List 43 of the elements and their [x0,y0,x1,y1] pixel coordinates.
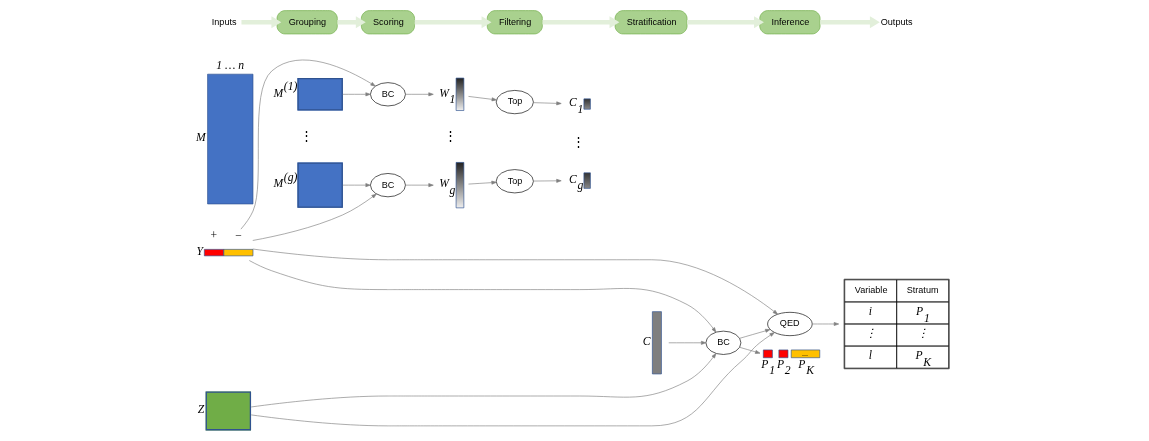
arrow [739,328,771,339]
node-ellipse: Top [495,90,534,115]
arrow [812,322,840,326]
node-label: M [195,131,206,145]
node-label: Y [196,244,204,258]
arrow [533,178,562,183]
arrow [820,16,880,29]
label: ⋮ [571,133,585,149]
node-box: Grouping [276,10,338,35]
node-label: 1 … n [216,58,245,72]
arrow [250,353,717,408]
arrow [252,248,778,315]
arrow [241,16,282,29]
arrow [405,92,434,97]
node-box: Filtering [486,10,543,35]
node-text: Inputs [211,16,237,27]
node-text: Outputs [880,16,913,27]
arrow [240,59,376,230]
node-ellipse: BC [705,330,742,355]
arrow [668,340,707,345]
arrow [405,183,434,188]
arrow [533,101,562,106]
arrow [687,16,764,29]
arrow [337,16,366,29]
node-box: Inference [759,10,821,35]
arrow [342,183,371,188]
node-box: Scoring [361,10,415,35]
arrow [739,347,761,354]
node-label: + [209,229,218,243]
arrow [468,180,497,185]
node-ellipse: Top [495,169,534,194]
node-label: C [642,335,651,349]
arrow [414,16,492,29]
node-label: − [234,229,243,243]
arrow [248,260,717,333]
arrow [468,96,497,102]
node-box: Stratification [614,10,688,35]
label: ⋮ [444,127,458,143]
node-label: Z [197,403,205,417]
arrow [252,193,377,241]
arrow [342,92,371,97]
arrow [542,16,620,29]
label: ⋮ [300,127,314,143]
